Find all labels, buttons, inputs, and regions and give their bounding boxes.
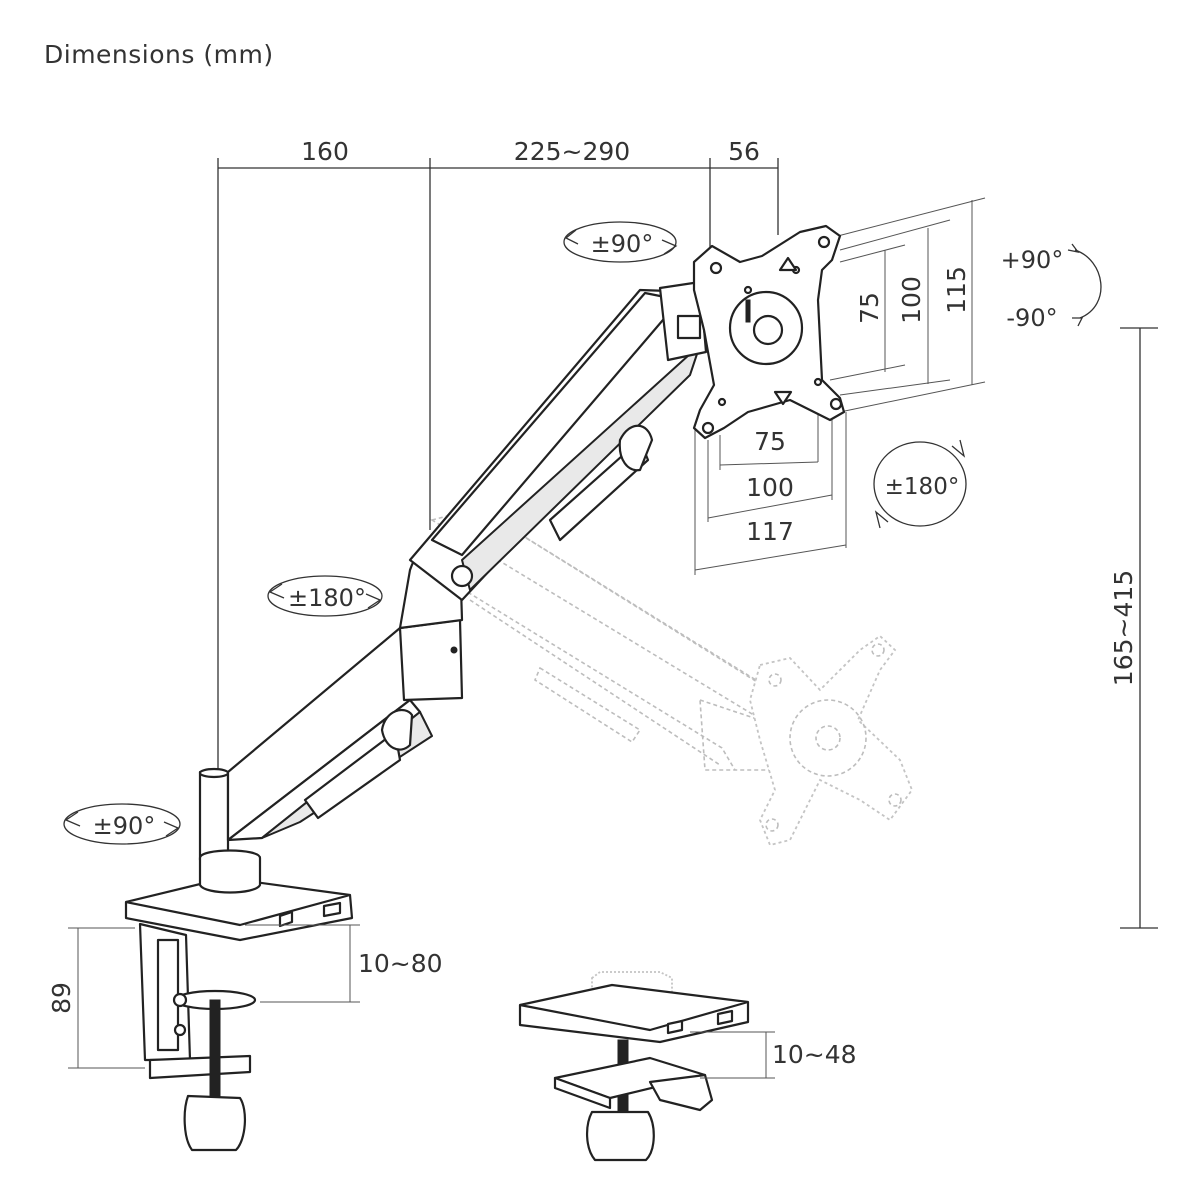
dim-head-depth: 56	[728, 137, 760, 166]
rotation-head-swivel: ±90°	[563, 221, 678, 263]
dim-plate-h: 115	[942, 266, 971, 314]
rot-elbow-label: ±180°	[288, 584, 366, 612]
top-dimension-lines: 160 225~290 56	[217, 137, 779, 790]
diagram-title: Dimensions (mm)	[44, 40, 274, 69]
dim-reach-base: 160	[301, 137, 349, 166]
dim-vesa-v-100: 100	[897, 276, 926, 324]
rot-head-swivel-label: ±90°	[591, 230, 654, 258]
clamp-dimensions: 89 10~80	[47, 924, 443, 1069]
dim-vesa-h-75: 75	[754, 427, 786, 456]
rot-plate-label: ±180°	[885, 474, 960, 500]
dim-height-range: 165~415	[1109, 570, 1138, 686]
clamp-mount	[124, 849, 354, 1152]
dim-clamp-height: 89	[47, 982, 76, 1014]
rot-tilt-up-label: +90°	[1001, 246, 1064, 274]
rot-tilt-down-label: -90°	[1006, 304, 1057, 332]
vesa-horizontal-dimensions: 75 100 117	[694, 410, 847, 575]
rotation-tilt: +90° -90°	[1001, 243, 1102, 332]
ghost-arm-position	[429, 507, 914, 847]
monitor-arm	[198, 224, 846, 862]
dim-clamp-range: 10~80	[358, 949, 443, 978]
height-dimension: 165~415	[1109, 327, 1158, 929]
dim-reach-arm: 225~290	[514, 137, 630, 166]
rot-base-label: ±90°	[93, 812, 156, 840]
grommet-mount	[518, 971, 750, 1162]
rotation-plate: ±180°	[873, 439, 967, 529]
dim-grommet-range: 10~48	[772, 1040, 857, 1069]
dim-plate-w: 117	[746, 517, 794, 546]
rotation-elbow: ±180°	[267, 575, 383, 617]
grommet-dimensions: 10~48	[690, 1031, 857, 1079]
dim-vesa-h-100: 100	[746, 473, 794, 502]
dim-vesa-v-75: 75	[855, 292, 884, 324]
rotation-base: ±90°	[63, 803, 181, 845]
vesa-vertical-dimensions: 75 100 115	[829, 197, 986, 413]
